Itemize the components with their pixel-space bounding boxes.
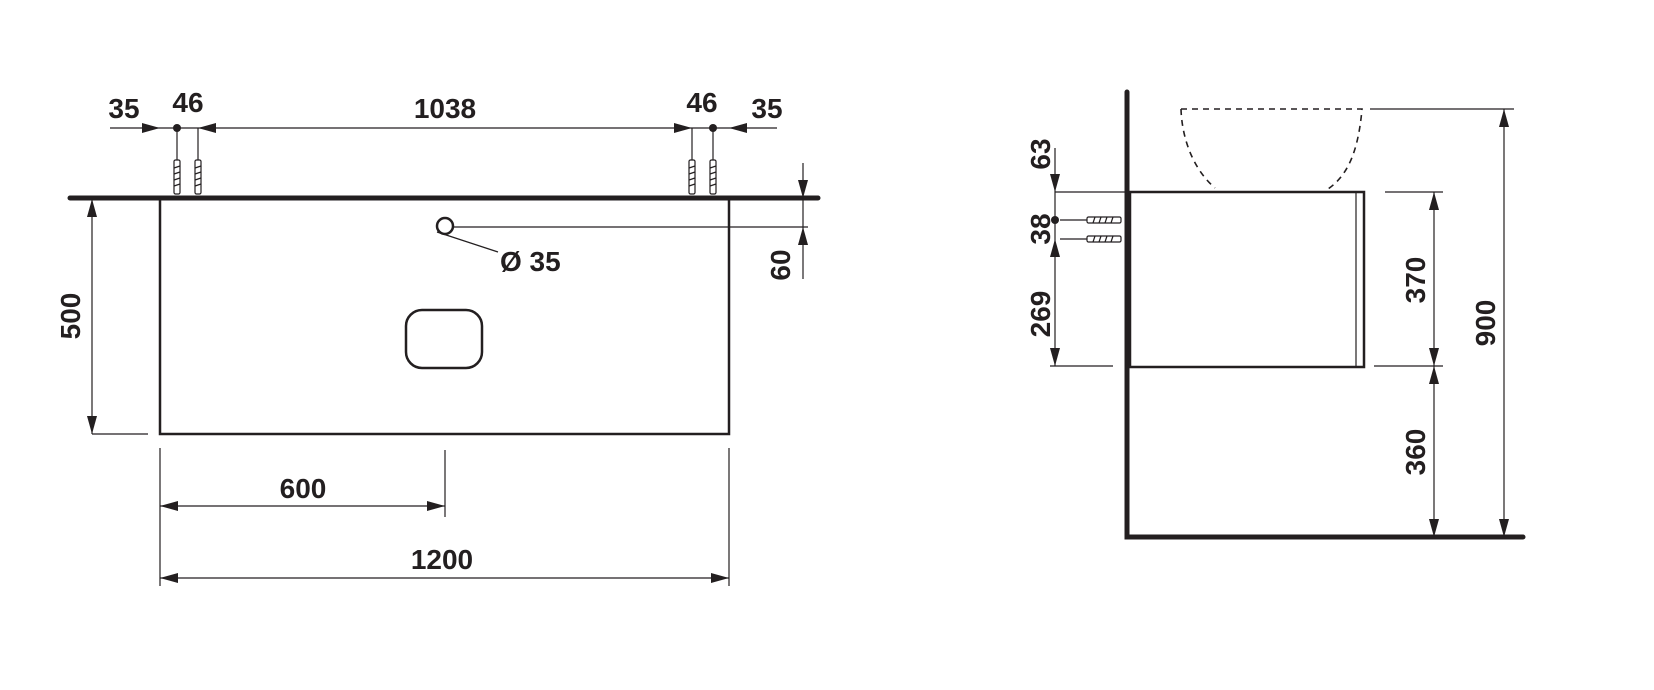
wall-and-floor xyxy=(1124,89,1526,540)
cabinet-front xyxy=(158,197,731,436)
dim-hole-spacing: 38 xyxy=(1025,213,1056,244)
dim-width: 1200 xyxy=(411,544,473,575)
tap-hole xyxy=(435,216,455,236)
front-view: 35 46 1038 46 35 500 Ø 35 60 600 1200 xyxy=(55,87,821,586)
dim-floor-clearance: 360 xyxy=(1400,429,1431,476)
dimension-point xyxy=(1051,216,1059,224)
dim-total-height: 900 xyxy=(1470,300,1501,347)
wall-plug-right-2 xyxy=(709,159,717,195)
wall-plug-upper xyxy=(1086,216,1122,224)
dim-height: 500 xyxy=(55,293,86,340)
dim-tap-offset: 60 xyxy=(765,249,796,280)
wall-plug-lower xyxy=(1086,235,1122,243)
dim-left-hole: 46 xyxy=(172,87,203,118)
dim-between-holes: 1038 xyxy=(414,93,476,124)
dimension-point xyxy=(173,124,181,132)
dim-left-edge: 35 xyxy=(108,93,139,124)
dim-center: 600 xyxy=(280,473,327,504)
wall-plug-left-2 xyxy=(194,159,202,195)
dim-top-offset: 63 xyxy=(1025,138,1056,169)
wall-plug-left-1 xyxy=(173,159,181,195)
cabinet-side xyxy=(1128,190,1366,369)
dim-cabinet-height: 370 xyxy=(1400,257,1431,304)
dim-lower-offset: 269 xyxy=(1025,291,1056,338)
drawer-handle xyxy=(404,308,484,370)
dim-tap-hole: Ø 35 xyxy=(500,246,561,277)
dim-right-edge: 35 xyxy=(751,93,782,124)
basin-outline xyxy=(1180,108,1363,192)
wall-plug-right-1 xyxy=(688,159,696,195)
dimension-point xyxy=(709,124,717,132)
side-view: 63 38 269 370 360 900 xyxy=(1025,89,1526,540)
dim-right-hole: 46 xyxy=(686,87,717,118)
